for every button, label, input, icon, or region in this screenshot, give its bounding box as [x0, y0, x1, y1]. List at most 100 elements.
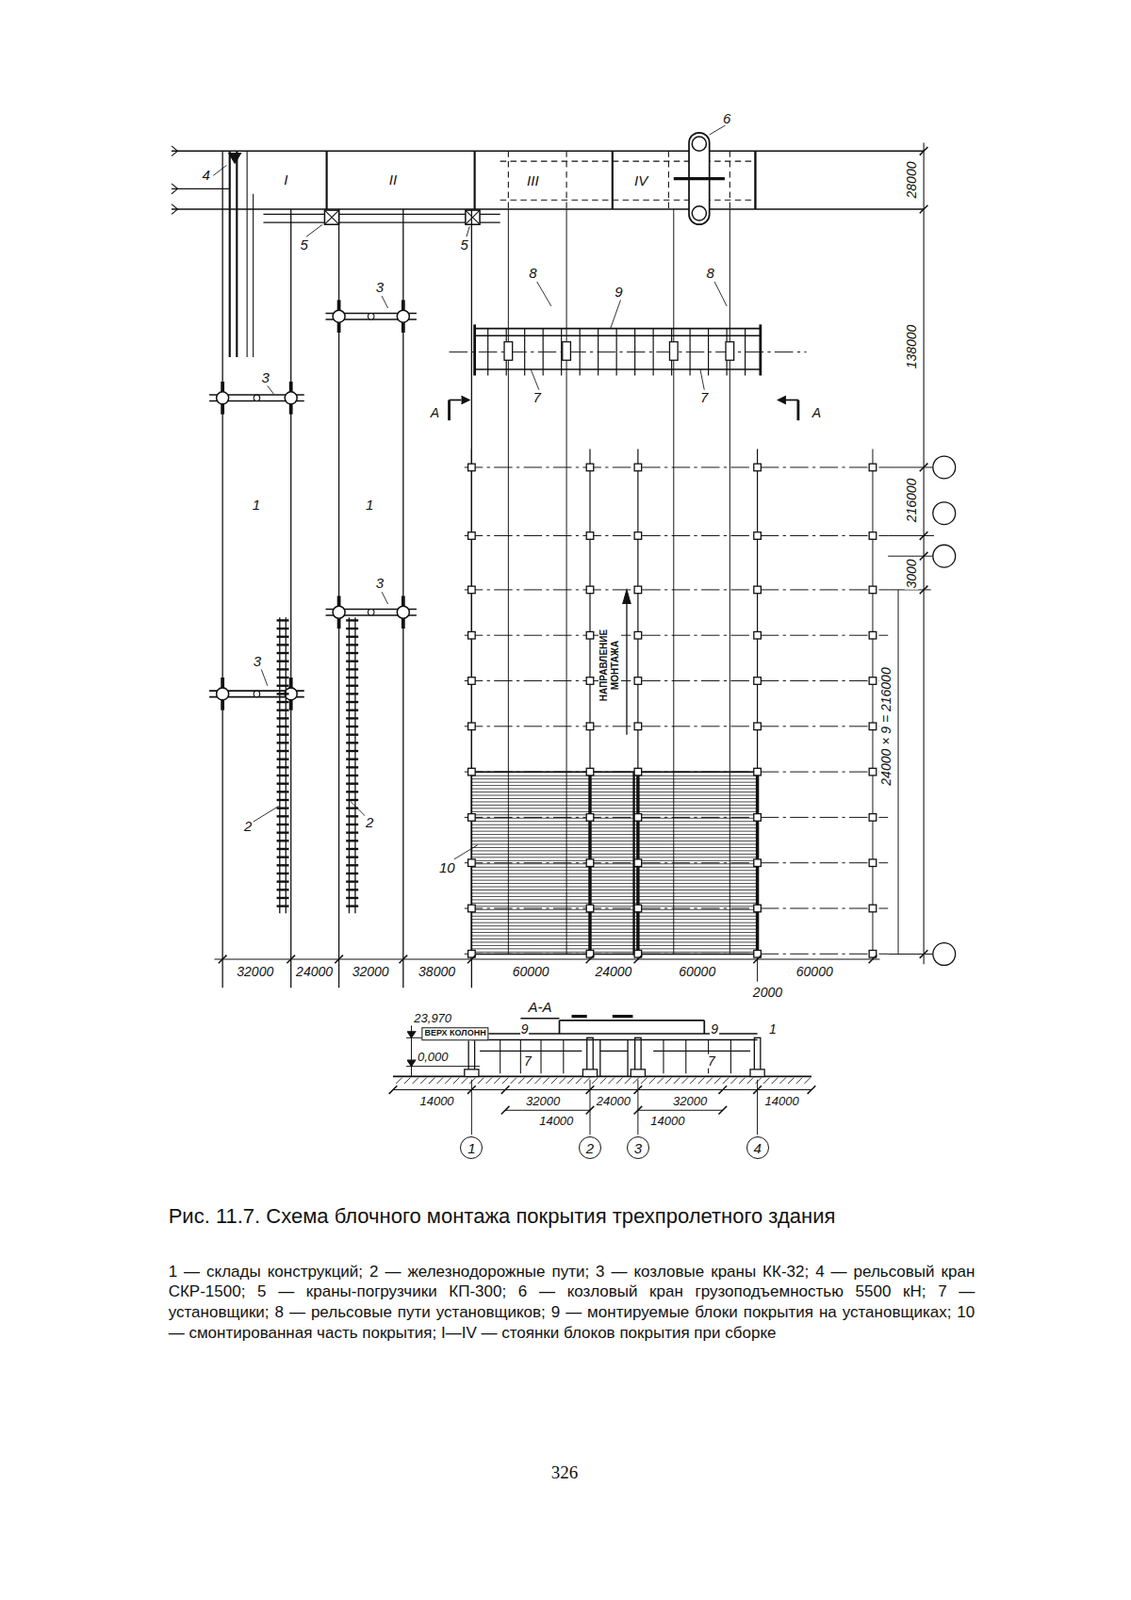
callout-number: 2 — [243, 819, 253, 835]
column-footing — [630, 1069, 645, 1078]
column-mark — [634, 859, 642, 868]
ground-hatch — [493, 1078, 500, 1084]
leader-line — [454, 845, 478, 860]
column-mark — [586, 859, 594, 868]
railway-tie — [345, 790, 359, 793]
mounted-roof-hatch — [471, 843, 757, 845]
callout-number: 3 — [260, 370, 270, 386]
mounted-roof-hatch — [471, 889, 757, 891]
ground-hatch — [428, 1078, 435, 1084]
axis-leader — [637, 1080, 639, 1135]
direction-arrow — [622, 590, 632, 605]
rail-line — [171, 208, 924, 211]
dimension-label: 60000 — [511, 965, 551, 980]
ground-hatch — [665, 1078, 672, 1084]
ground-hatch — [600, 1078, 607, 1084]
callout-number: 7 — [706, 1054, 717, 1069]
column-mark — [868, 904, 877, 913]
roof-block — [471, 1039, 757, 1042]
column-mark — [754, 722, 762, 731]
installer-rail — [566, 209, 568, 955]
column-mark — [586, 463, 594, 472]
section-mark — [447, 400, 451, 422]
column-mark — [468, 677, 476, 686]
leader-line — [714, 281, 727, 307]
dimension-label: 38000 — [417, 965, 457, 980]
column-mark — [868, 814, 877, 822]
railway-tie — [277, 839, 290, 842]
mounted-roof-hatch — [471, 916, 757, 918]
railway-tie — [345, 643, 359, 646]
extension-line — [756, 959, 758, 983]
column-mark — [586, 814, 594, 822]
column-mark — [868, 768, 877, 776]
mounted-roof-hatch — [471, 831, 757, 833]
axis-line — [464, 635, 888, 637]
railway-tie — [277, 897, 290, 900]
railway-tie — [277, 619, 290, 622]
mounted-roof-hatch — [471, 804, 757, 806]
railway-tie — [345, 774, 359, 777]
ground-hatch — [714, 1078, 721, 1084]
railway-tie — [277, 815, 290, 818]
ground-hatch — [591, 1078, 598, 1084]
stand-number: II — [388, 172, 398, 188]
callout-number: 3 — [252, 654, 263, 670]
column-mark — [468, 814, 476, 822]
title-underline — [520, 1017, 559, 1019]
column-mark — [634, 904, 642, 913]
axis-line — [464, 862, 888, 864]
column-footing — [464, 1069, 479, 1078]
dimension-label: 2000 — [752, 984, 784, 1000]
dimension-tick — [634, 955, 643, 965]
callout-number: 3 — [375, 280, 385, 296]
railway-tie — [277, 643, 290, 646]
mounted-roof-hatch — [471, 951, 757, 953]
installer — [616, 328, 618, 377]
callout-number: 5 — [299, 237, 310, 253]
mounted-roof-hatch — [471, 782, 757, 784]
axis-line — [464, 680, 888, 682]
elevation-label: 0,000 — [416, 1050, 450, 1065]
mounted-roof-hatch — [471, 909, 757, 911]
column-axis — [756, 448, 758, 959]
column-axis — [589, 448, 591, 959]
railway-tie — [345, 636, 359, 639]
column-mark — [634, 722, 642, 731]
column-mark — [868, 631, 877, 640]
dimension-line — [638, 1110, 723, 1112]
column-mark — [634, 768, 642, 776]
leader-line — [213, 164, 227, 176]
railway-tie — [345, 685, 359, 688]
axis-circle — [933, 943, 956, 967]
column-mark — [468, 722, 476, 731]
railway-tie — [345, 839, 359, 842]
dimension-label: 14000 — [764, 1095, 801, 1109]
column-mark — [634, 677, 642, 686]
railway-tie — [345, 766, 359, 769]
mounted-roof-hatch — [471, 922, 757, 924]
railway-tie — [277, 880, 290, 883]
railway-tie — [277, 864, 290, 867]
railway-tie — [277, 676, 290, 679]
mounted-roof-hatch — [471, 798, 757, 800]
ground-hatch — [542, 1078, 549, 1084]
dimension-line — [393, 1089, 812, 1091]
leader-line — [610, 299, 622, 328]
dimension-tick — [467, 955, 476, 965]
ground-hatch — [551, 1078, 558, 1084]
installer — [669, 342, 678, 361]
leader-line — [537, 281, 552, 307]
rail-crane — [252, 194, 254, 358]
ground-hatch — [771, 1078, 778, 1084]
railway-tie — [277, 799, 290, 802]
railway-tie — [277, 717, 290, 720]
column-mark — [586, 586, 594, 594]
extension-line — [887, 556, 935, 558]
column-mark — [586, 904, 594, 913]
gantry-crane-kk32 — [396, 606, 410, 619]
column-mark — [868, 859, 877, 868]
railway-tie — [277, 766, 290, 769]
column-mark — [634, 463, 642, 472]
direction-label: НАПРАВЛЕНИЕ МОНТАЖА — [598, 624, 622, 706]
